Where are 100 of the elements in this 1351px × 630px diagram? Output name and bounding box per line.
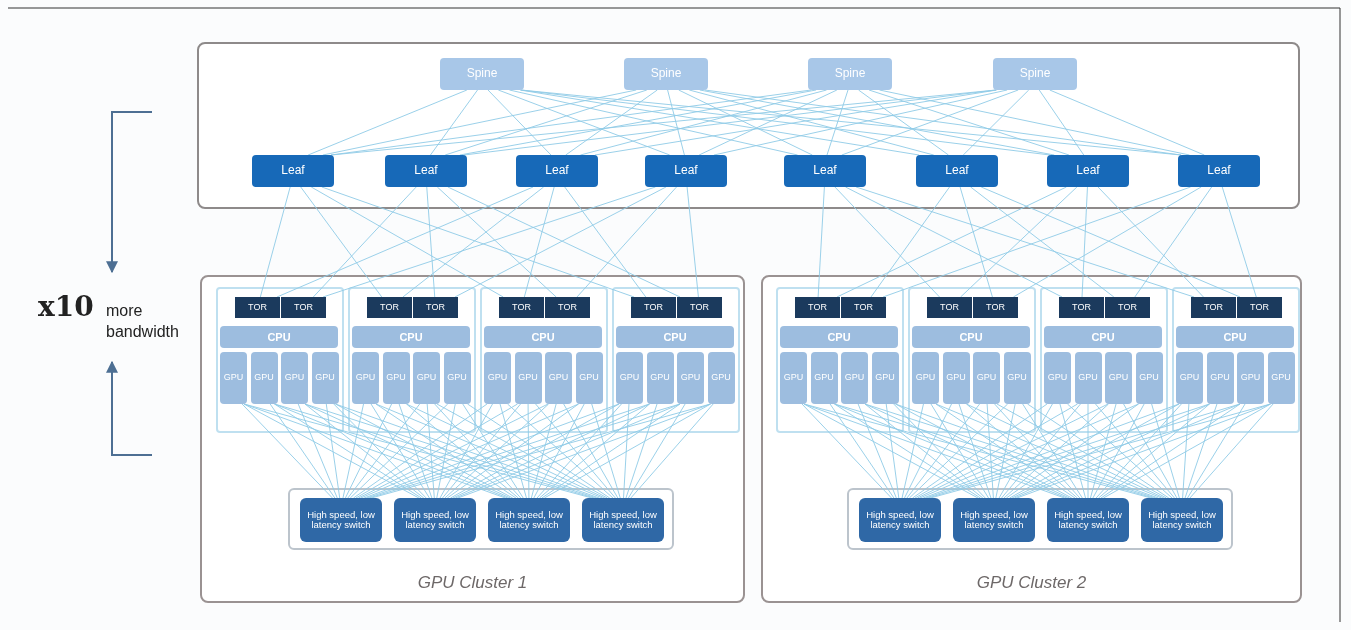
connection-line [1027,403,1170,499]
connection-line [713,89,1008,156]
connection-line [527,403,530,499]
tor-switch: TOR [795,297,840,318]
connection-line [436,186,557,298]
connection-line [1090,403,1117,499]
connection-line [630,403,714,499]
connection-line [885,403,900,499]
tor-switch: TOR [545,297,590,318]
gpu-block: GPU [281,352,308,404]
connection-line [930,403,989,499]
connection-line [1103,403,1271,499]
gpu-block: GPU [443,352,471,404]
connection-line [439,403,493,499]
spine-switch: Spine [808,58,892,90]
leaf-switch: Leaf [645,155,727,187]
server-panel [480,287,608,433]
connection-line [1049,89,1205,156]
spine-switch: Spine [993,58,1077,90]
connection-line [1067,403,1173,499]
connection-line [259,186,291,298]
gpu-block: GPU [912,352,939,404]
tor-switch: TOR [631,297,676,318]
tor-switch: TOR [235,297,280,318]
connection-line [970,186,1115,298]
gpu-block: GPU [707,352,735,404]
connection-line [300,186,383,298]
gpu-block: GPU [382,352,410,404]
connection-line [801,403,892,499]
gpu-block: GPU [514,352,542,404]
network-switch: High speed, low latency switch [1141,498,1223,542]
server-panel [216,287,344,433]
connection-line [426,186,436,298]
connection-line [347,403,421,499]
connection-line [858,89,949,156]
server-panel [348,287,476,433]
server-panel [612,287,740,433]
connection-line [467,403,611,499]
gpu-block: GPU [1135,352,1163,404]
gpu-block: GPU [616,352,643,404]
connection-line [817,186,825,298]
connection-line [1012,186,1202,298]
connection-line [1022,403,1083,499]
connection-line [803,403,979,499]
connection-line [908,403,1009,499]
gpu-block: GPU [311,352,339,404]
connection-line [398,403,433,499]
connection-line [962,89,1030,156]
network-switch: High speed, low latency switch [1047,498,1129,542]
connection-line [436,403,456,499]
gpu-block: GPU [1044,352,1071,404]
tor-switch: TOR [1105,297,1150,318]
tor-switch: TOR [1191,297,1236,318]
server-panel [776,287,904,433]
connection-line [307,89,468,156]
gpu-block: GPU [973,352,1000,404]
network-switch: High speed, low latency switch [859,498,941,542]
connection-line [699,89,1055,156]
tor-switch: TOR [499,297,544,318]
connection-line [507,403,614,499]
network-switch: High speed, low latency switch [300,498,382,542]
connection-line [499,403,527,499]
connection-line [980,186,1241,298]
gpu-block: GPU [871,352,899,404]
tor-switch: TOR [281,297,326,318]
bandwidth-note: more bandwidth [106,301,180,342]
tor-switch: TOR [1059,297,1104,318]
gpu-block: GPU [250,352,278,404]
connection-line [594,89,998,156]
connection-line [906,403,981,499]
switch-group-panel [288,488,674,550]
gpu-block: GPU [1074,352,1102,404]
network-switch: High speed, low latency switch [953,498,1035,542]
connection-line [868,89,1070,156]
gpu-block: GPU [1105,352,1132,404]
tor-switch: TOR [927,297,972,318]
connection-line [912,403,1048,499]
connection-line [1003,403,1109,499]
connection-line [1134,186,1213,298]
connection-line [241,403,333,499]
gpu-block: GPU [841,352,868,404]
connection-line [1187,403,1246,499]
connection-line [995,403,1016,499]
connection-line [834,403,981,499]
connection-line [1059,403,1086,499]
connection-line [627,403,686,499]
connection-line [322,89,637,156]
connection-line [576,186,677,298]
connection-line [959,186,993,298]
gpu-block: GPU [810,352,838,404]
connection-line [563,403,619,499]
connection-line [998,403,1053,499]
connection-line [1097,186,1204,298]
gpu-block: GPU [1003,352,1031,404]
connection-line [444,89,648,156]
connection-line [564,186,647,298]
network-fabric-panel [197,42,1300,209]
network-switch: High speed, low latency switch [394,498,476,542]
leaf-switch: Leaf [516,155,598,187]
connection-line [539,403,650,499]
